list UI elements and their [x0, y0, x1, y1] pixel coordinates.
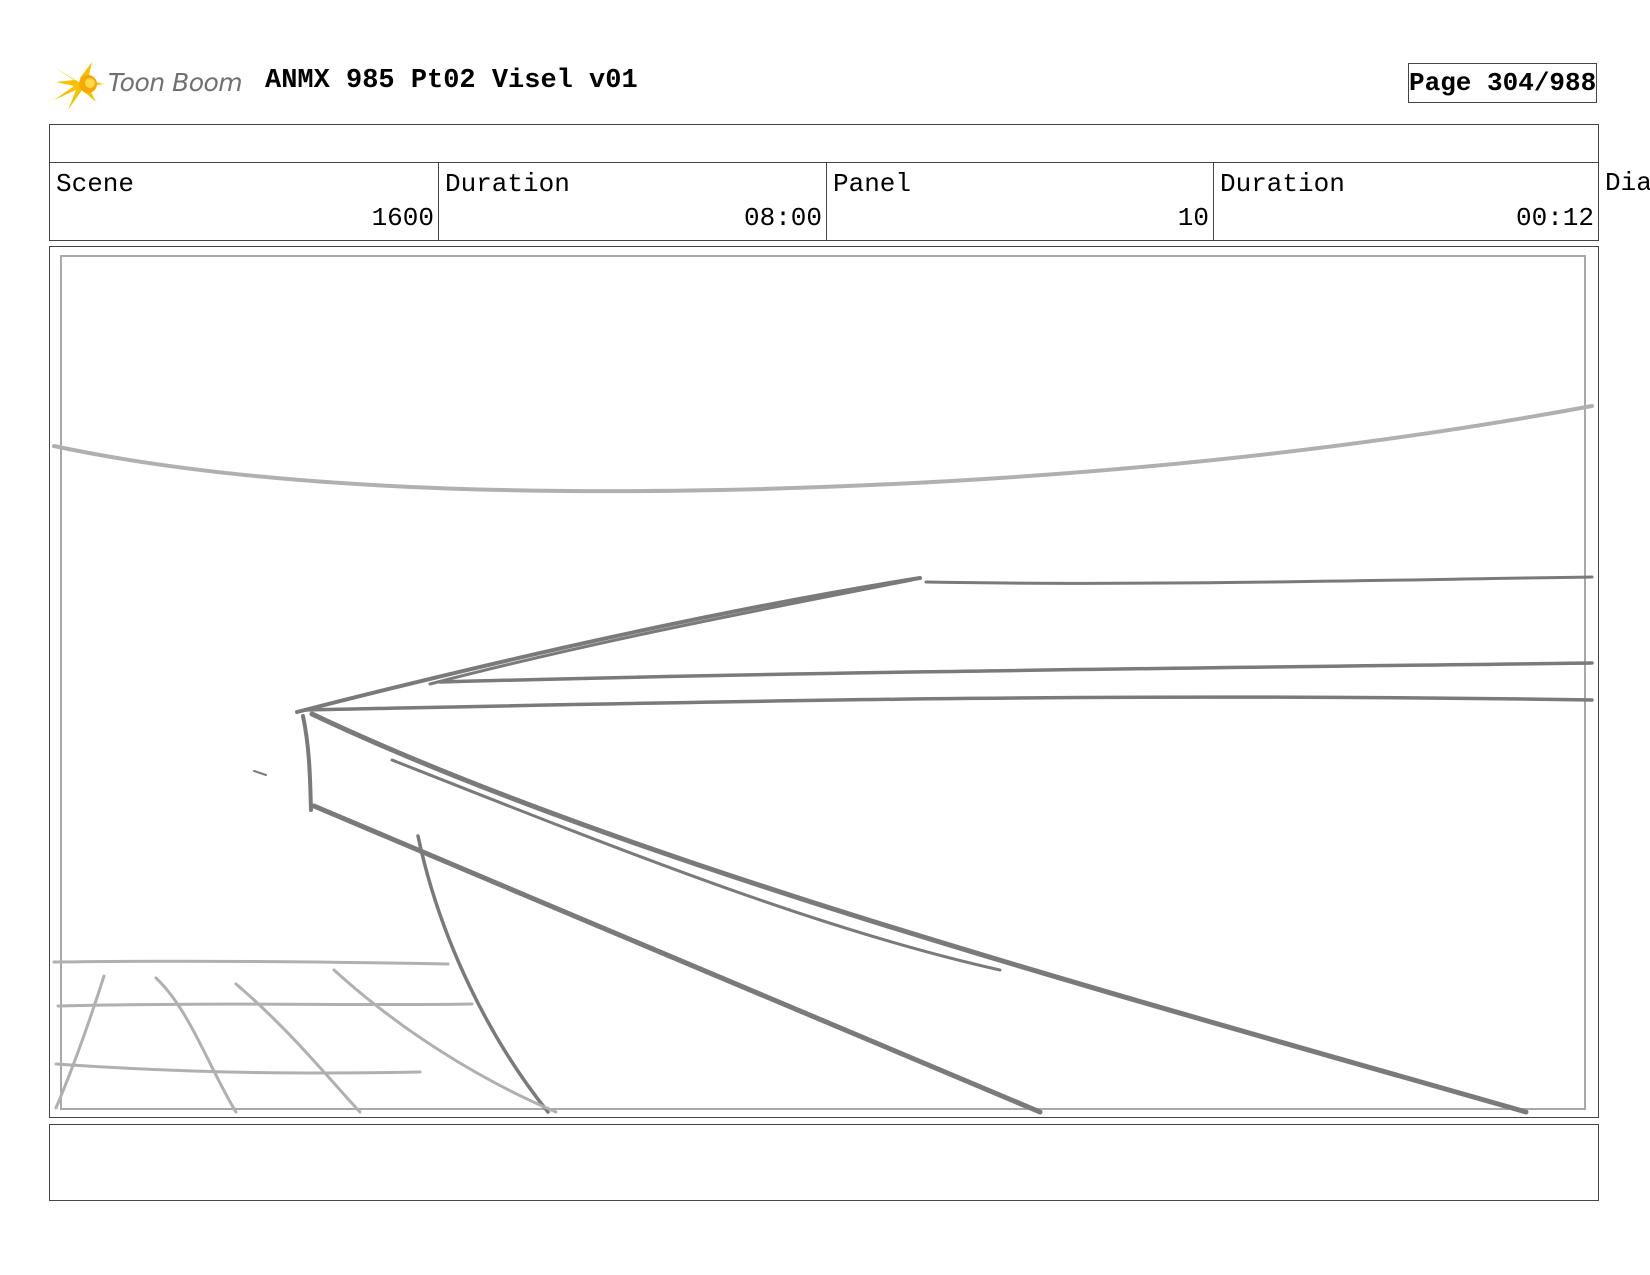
sketch-grid-diag-2: [154, 976, 238, 1114]
scene-cell: Scene 1600: [50, 163, 438, 240]
scene-value: 1600: [371, 203, 434, 233]
scene-info-row: Scene 1600 Duration 08:00 Panel 10 Durat…: [49, 162, 1599, 241]
sketch-grid-diag-3: [234, 982, 362, 1114]
panel-duration-label: Duration: [1220, 169, 1345, 199]
sketch-roof-edge-3: [924, 575, 1594, 585]
page-number: Page 304/988: [1408, 63, 1597, 103]
panel-cell: Panel 10: [826, 163, 1213, 240]
sketch-corner-vertical: [301, 714, 313, 812]
panel-duration-value: 00:12: [1515, 203, 1594, 233]
starburst-icon: [52, 62, 104, 110]
panel-value: 10: [1177, 203, 1209, 233]
sketch-grid-line-2: [56, 1002, 474, 1008]
document-title: ANMX 985 Pt02 Visel v01: [265, 66, 638, 96]
sketch-grid-line-1: [52, 959, 450, 966]
sketch-horizon-line: [52, 404, 1594, 494]
dialog-box: [49, 1124, 1599, 1201]
page-header: Toon Boom ANMX 985 Pt02 Visel v01 Page 3…: [0, 0, 1650, 120]
panel-safe-area: [60, 255, 1586, 1110]
sketch-small-mark: [253, 770, 267, 776]
sketch-wall-top-edge: [309, 711, 1529, 1115]
scene-label: Scene: [56, 169, 135, 199]
sketch-grid-diag-1: [54, 974, 106, 1110]
panel-frame: [49, 246, 1599, 1118]
sketch-tree-curve: [416, 834, 550, 1114]
logo-wordmark: Toon Boom: [108, 68, 243, 97]
panel-duration-cell: Duration 00:12: [1213, 163, 1598, 240]
scene-duration-cell: Duration 08:00: [438, 163, 826, 240]
sketch-grid-line-3: [54, 1062, 422, 1075]
dialog-header-cut: Dia: [1605, 168, 1650, 198]
panel-label: Panel: [833, 169, 912, 199]
sketch-grid-diag-4: [332, 968, 558, 1114]
scene-duration-label: Duration: [445, 169, 570, 199]
sketch-roof-edge-1: [295, 576, 922, 714]
sketch-roof-edge-5: [303, 695, 1594, 712]
sketch-wall-inner-edge: [390, 758, 1002, 972]
scene-duration-value: 08:00: [743, 203, 822, 233]
sketch-roof-edge-2: [428, 578, 914, 686]
sketch-roof-edge-4: [438, 661, 1594, 684]
